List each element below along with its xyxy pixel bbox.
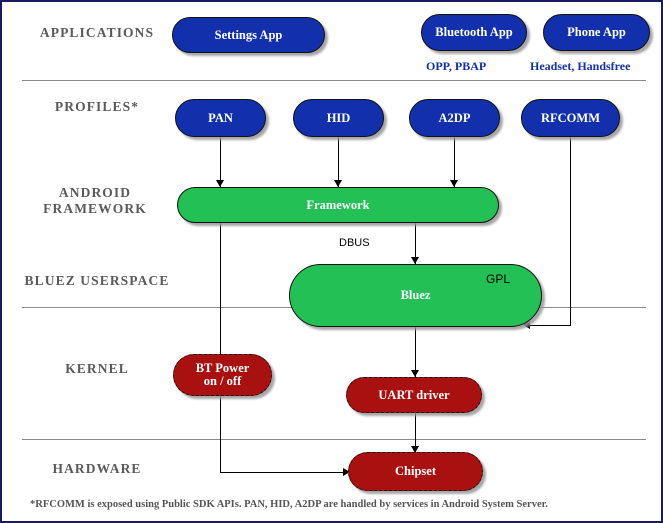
arrowhead-pan-chipset xyxy=(343,468,350,476)
arrowhead-rfcomm-bluez xyxy=(523,321,530,329)
connector-pan-to-chipset-horizontal xyxy=(220,472,345,473)
connector-rfcomm-vertical xyxy=(570,137,571,325)
arrowhead-hid-framework xyxy=(334,180,342,187)
connector-hid-to-framework xyxy=(338,137,339,187)
node-profile-pan[interactable]: PAN xyxy=(175,99,266,137)
connector-framework-to-bluez xyxy=(415,222,416,264)
caption-bluetooth-app-profiles: OPP, PBAP xyxy=(426,59,487,73)
connector-pan-to-chipset-vertical xyxy=(220,222,221,472)
row-label-android-framework: ANDROID FRAMEWORK xyxy=(43,185,147,216)
row-label-kernel: KERNEL xyxy=(65,361,129,376)
divider-applications-profiles xyxy=(22,80,646,81)
badge-gpl-license: GPL xyxy=(486,272,511,286)
connector-pan-to-framework xyxy=(220,137,221,187)
connector-bluez-to-uart xyxy=(415,327,416,377)
node-settings-app[interactable]: Settings App xyxy=(172,17,325,53)
row-label-bluez-userspace: BLUEZ USERSPACE xyxy=(24,273,170,288)
arrowhead-a2dp-framework xyxy=(450,180,458,187)
node-profile-rfcomm[interactable]: RFCOMM xyxy=(521,99,620,137)
node-uart-driver[interactable]: UART driver xyxy=(346,377,482,413)
divider-kernel-hardware xyxy=(22,439,646,440)
row-label-applications: APPLICATIONS xyxy=(39,25,155,40)
node-bluetooth-app[interactable]: Bluetooth App xyxy=(421,14,527,51)
connector-a2dp-to-framework xyxy=(454,137,455,187)
node-profile-hid[interactable]: HID xyxy=(293,99,384,137)
arrowhead-pan-framework xyxy=(216,180,224,187)
connector-label-dbus: DBUS xyxy=(339,237,370,249)
node-bluez[interactable]: Bluez xyxy=(289,264,542,327)
node-framework[interactable]: Framework xyxy=(177,187,499,223)
node-phone-app[interactable]: Phone App xyxy=(543,14,650,51)
caption-phone-app-profiles: Headset, Handsfree xyxy=(530,59,631,73)
node-profile-a2dp[interactable]: A2DP xyxy=(409,99,500,137)
footnote-text: *RFCOMM is exposed using Public SDK APIs… xyxy=(30,499,548,510)
arrowhead-bluez-uart xyxy=(411,370,419,377)
node-bt-power[interactable]: BT Power on / off xyxy=(173,354,272,396)
row-label-profiles: PROFILES* xyxy=(54,99,140,114)
node-chipset[interactable]: Chipset xyxy=(348,452,483,491)
arrowhead-framework-bluez xyxy=(411,257,419,264)
connector-uart-to-chipset xyxy=(415,412,416,452)
row-label-hardware: HARDWARE xyxy=(52,461,142,476)
arrowhead-uart-chipset xyxy=(411,446,419,453)
connector-rfcomm-horizontal xyxy=(530,325,571,326)
